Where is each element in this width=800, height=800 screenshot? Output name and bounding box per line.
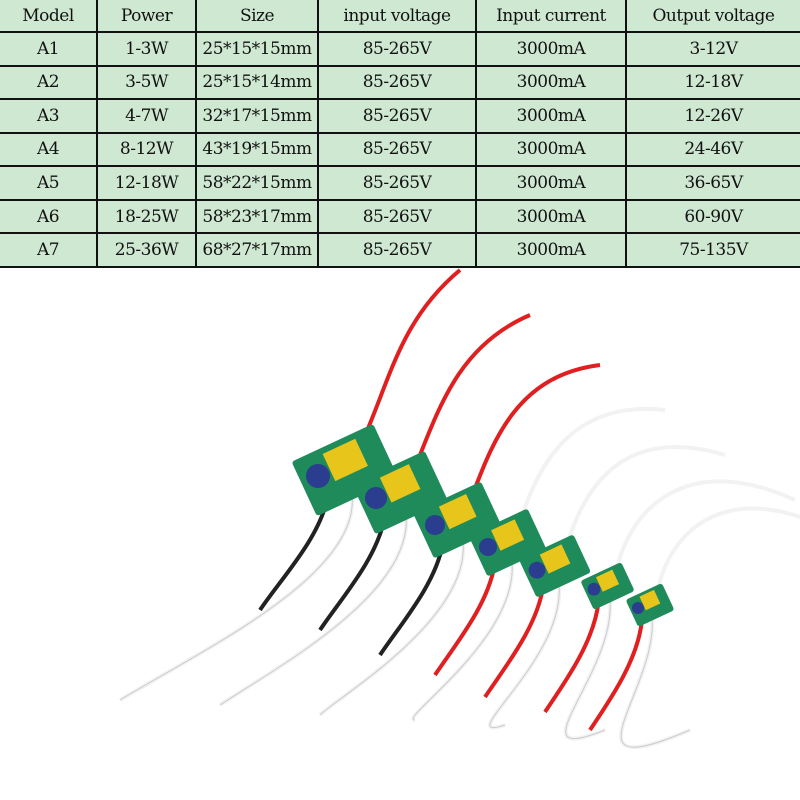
table-cell: 25-36W bbox=[96, 232, 197, 268]
input-wire bbox=[361, 268, 462, 441]
column-header: Input current bbox=[475, 0, 627, 33]
table-cell: 3000mA bbox=[475, 165, 627, 201]
table-cell: A3 bbox=[0, 98, 98, 134]
white-wire-edge bbox=[119, 469, 353, 701]
input-wire bbox=[414, 313, 531, 466]
transformer bbox=[595, 569, 620, 592]
table-cell: 12-18W bbox=[96, 165, 197, 201]
table-cell: A5 bbox=[0, 165, 98, 201]
output-wire bbox=[483, 586, 545, 699]
table-cell: 24-46V bbox=[625, 131, 800, 168]
table-cell: 85-265V bbox=[317, 232, 477, 268]
table-cell: 3000mA bbox=[475, 232, 627, 268]
table-cell: 43*19*15mm bbox=[195, 131, 319, 168]
table-cell: 85-265V bbox=[317, 131, 477, 168]
input-wire bbox=[614, 479, 796, 571]
table-cell: 18-25W bbox=[96, 198, 197, 235]
table-cell: A1 bbox=[0, 31, 98, 67]
column-header: input voltage bbox=[317, 0, 477, 33]
table-cell: 85-265V bbox=[317, 98, 477, 134]
white-wire bbox=[563, 585, 613, 741]
white-wire-edge bbox=[412, 542, 513, 721]
table-cell: 3000mA bbox=[475, 198, 627, 235]
input-wire bbox=[470, 363, 601, 496]
table-cell: 3-5W bbox=[96, 64, 197, 101]
input-wire bbox=[518, 406, 666, 521]
table-cell: 36-65V bbox=[625, 165, 800, 201]
table-cell: 3-12V bbox=[625, 31, 800, 67]
table-cell: 58*23*17mm bbox=[195, 198, 319, 235]
table-cell: 1-3W bbox=[96, 31, 197, 67]
table-cell: 12-26V bbox=[625, 98, 800, 134]
table-cell: 85-265V bbox=[317, 198, 477, 235]
transformer bbox=[379, 464, 421, 503]
table-cell: A4 bbox=[0, 131, 98, 168]
output-wire bbox=[433, 564, 497, 677]
table-cell: A6 bbox=[0, 198, 98, 235]
white-wire-edge bbox=[319, 519, 464, 716]
output-wire bbox=[318, 519, 386, 632]
column-header: Size bbox=[195, 0, 319, 33]
table-cell: 12-18V bbox=[625, 64, 800, 101]
table-cell: 75-135V bbox=[625, 232, 800, 268]
table-cell: 3000mA bbox=[475, 98, 627, 134]
table-cell: A7 bbox=[0, 232, 98, 268]
capacitor bbox=[632, 602, 644, 614]
capacitor bbox=[306, 464, 330, 488]
capacitor bbox=[479, 538, 497, 556]
table-cell: 68*27*17mm bbox=[195, 232, 319, 268]
transformer bbox=[491, 519, 525, 551]
input-wire bbox=[656, 506, 800, 591]
table-cell: 32*17*15mm bbox=[195, 98, 319, 134]
white-wire-edge bbox=[489, 565, 560, 728]
capacitor bbox=[425, 515, 445, 535]
white-wire bbox=[619, 604, 691, 750]
table-cell: 58*22*15mm bbox=[195, 165, 319, 201]
table-cell: 85-265V bbox=[317, 31, 477, 67]
transformer bbox=[438, 493, 477, 530]
output-wire bbox=[543, 601, 601, 714]
column-header: Model bbox=[0, 0, 98, 33]
transformer bbox=[539, 544, 571, 574]
transformer bbox=[322, 438, 368, 482]
output-wire bbox=[378, 544, 445, 657]
white-wire-edge bbox=[219, 492, 407, 706]
table-cell: 3000mA bbox=[475, 31, 627, 67]
capacitor bbox=[587, 582, 601, 596]
table-cell: 8-12W bbox=[96, 131, 197, 168]
table-cell: 85-265V bbox=[317, 64, 477, 101]
table-cell: 3000mA bbox=[475, 64, 627, 101]
table-cell: 3000mA bbox=[475, 131, 627, 168]
table-cell: 60-90V bbox=[625, 198, 800, 235]
output-wire bbox=[588, 619, 644, 732]
table-cell: 25*15*15mm bbox=[195, 31, 319, 67]
table-cell: 85-265V bbox=[317, 165, 477, 201]
input-wire bbox=[565, 445, 726, 546]
white-wire-edge bbox=[565, 585, 611, 740]
capacitor bbox=[365, 487, 387, 509]
column-header: Output voltage bbox=[625, 0, 800, 33]
table-cell: 25*15*14mm bbox=[195, 64, 319, 101]
column-header: Power bbox=[96, 0, 197, 33]
table-cell: A2 bbox=[0, 64, 98, 101]
white-wire-edge bbox=[620, 604, 691, 748]
capacitor bbox=[528, 561, 546, 579]
product-photo bbox=[118, 268, 800, 750]
table-cell: 4-7W bbox=[96, 98, 197, 134]
transformer bbox=[639, 589, 661, 611]
